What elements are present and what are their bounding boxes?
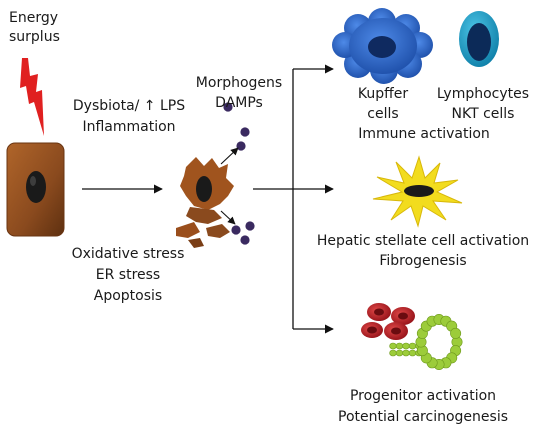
kupffer-label-line1: Kupffer bbox=[358, 86, 409, 102]
red-blood-cells-icon bbox=[361, 303, 415, 340]
progenitor-cell-icon bbox=[389, 313, 463, 370]
progenitor-chain-cell bbox=[402, 342, 410, 350]
progenitor-label-line1: Progenitor activation bbox=[350, 388, 496, 404]
progenitor-chain-cell bbox=[408, 342, 417, 350]
progenitor-label-line2: Potential carcinogenesis bbox=[338, 409, 508, 425]
arrow-damps-up bbox=[220, 147, 239, 165]
progenitor-chain-cell bbox=[402, 349, 410, 357]
stellate-label-line2: Fibrogenesis bbox=[379, 253, 466, 269]
progenitor-chain-cell bbox=[408, 349, 417, 357]
lymphocyte-label-line1: Lymphocytes bbox=[437, 86, 529, 102]
progenitor-chain-cell bbox=[395, 342, 404, 350]
energy-label-line2: surplus bbox=[9, 29, 60, 45]
progenitor-chain-cell bbox=[389, 342, 397, 350]
hepatocyte-icon bbox=[6, 142, 65, 237]
signals-label-line1: Morphogens bbox=[196, 75, 282, 91]
damaged-hepatocyte-icon bbox=[176, 157, 234, 248]
kupffer-label-line2: cells bbox=[367, 106, 398, 122]
lymphocyte-icon bbox=[459, 11, 499, 67]
stress-label-line2: ER stress bbox=[96, 267, 160, 283]
lymphocyte-label-line2: NKT cells bbox=[452, 106, 515, 122]
progenitor-chain-cell bbox=[395, 349, 404, 357]
stellate-cell-icon bbox=[372, 155, 463, 228]
energy-label-line1: Energy bbox=[9, 10, 58, 26]
branch-arrows bbox=[253, 64, 334, 334]
damp-particles-icon bbox=[223, 102, 255, 245]
stellate-label-line1: Hepatic stellate cell activation bbox=[317, 233, 529, 249]
lightning-icon bbox=[20, 58, 44, 136]
stress-label-line1: Oxidative stress bbox=[72, 246, 185, 262]
kupffer-cell-icon bbox=[332, 8, 433, 84]
arrow-damps-down bbox=[220, 210, 236, 225]
signals-label-line2: DAMPs bbox=[215, 95, 263, 111]
immune-activation-label: Immune activation bbox=[358, 126, 490, 142]
stress-label-line3: Apoptosis bbox=[94, 288, 162, 304]
progenitor-chain-cell bbox=[389, 349, 397, 357]
progenitor-ring-cell bbox=[450, 327, 462, 339]
trigger-label-line2: Inflammation bbox=[82, 119, 175, 135]
trigger-label-line1: Dysbiota/ ↑ LPS bbox=[73, 98, 185, 114]
